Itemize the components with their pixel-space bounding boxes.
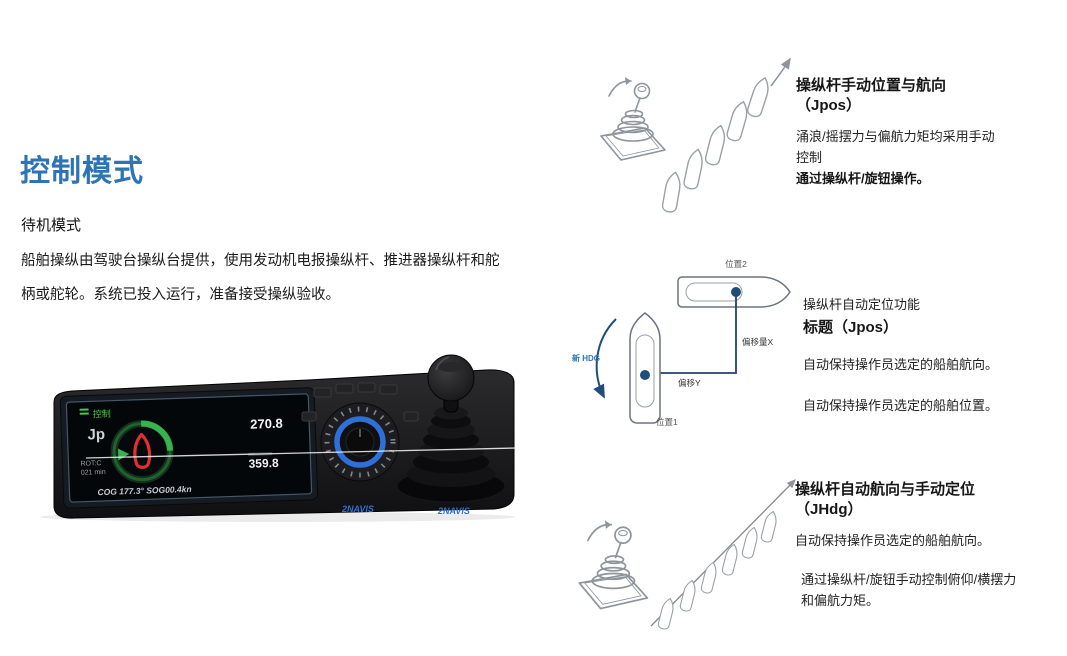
- pos2-label: 位置2: [725, 259, 747, 269]
- figure-manual-title2: （Jpos）: [796, 97, 862, 114]
- pos2-dot: [731, 287, 741, 297]
- ship-position1: [629, 312, 661, 424]
- figure-autohdg-mode: 操纵杆自动航向与手动定位 （JHdg） 自动保持操作员选定的船舶航向。 通过操纵…: [555, 468, 1067, 653]
- brand-label-right: 2NAVIS: [437, 506, 470, 516]
- course-value: 359.8: [248, 456, 279, 471]
- page-title: 控制模式: [20, 155, 144, 188]
- offset-x-label: 偏移量X: [742, 337, 774, 347]
- gauge-green-arc: [141, 420, 174, 451]
- figure-autopos-title2: 标题（Jpos）: [803, 319, 899, 336]
- new-hdg-label: 新 HDG: [572, 353, 600, 363]
- figure-manual-desc: 涌浪/摇摆力与偏航力矩均采用手动控制: [796, 129, 995, 165]
- figure-autopos-text: 操纵杆自动定位功能 标题（Jpos） 自动保持操作员选定的船舶航向。 自动保持操…: [803, 294, 1063, 416]
- joystick-knob: [427, 354, 475, 402]
- control-console-photo: 控制 Jp 270.8 359.8 ROT:C 021 min COG 177.…: [8, 336, 520, 522]
- figure-autohdg-title: 操纵杆自动航向与手动定位: [795, 481, 976, 498]
- ship-trail: [656, 509, 780, 631]
- rot-label: ROT:C: [80, 460, 101, 468]
- ship-trail-illustration: [660, 57, 791, 214]
- brand-label-left: 2NAVIS: [341, 504, 374, 514]
- body-paragraph: 船舶操纵由驾驶台操纵台提供，使用发动机电报操纵杆、推进器操纵杆和舵柄或舵轮。系统…: [21, 253, 500, 303]
- heading-gauge: [110, 420, 174, 484]
- ship-position2: [677, 276, 791, 308]
- offset-y-label: 偏移Y: [678, 378, 701, 388]
- figure-manual-text: 操纵杆手动位置与航向 （Jpos） 涌浪/摇摆力与偏航力矩均采用手动控制 通过操…: [796, 76, 1061, 189]
- light-streak: [85, 447, 517, 459]
- figure-manual-desc-bold: 通过操纵杆/旋钮操作。: [796, 171, 930, 186]
- control-status-icon: [79, 408, 89, 415]
- control-console-illustration: 控制 Jp 270.8 359.8 ROT:C 021 min COG 177.…: [40, 354, 517, 522]
- figure-manual-title: 操纵杆手动位置与航向: [796, 77, 947, 94]
- offset-lines: [650, 295, 737, 374]
- new-heading-arrow: [593, 318, 617, 399]
- control-status-label: 控制: [93, 408, 111, 420]
- position-diagram: 位置2 偏移量X 偏移Y 位置1 新 HDG: [572, 259, 791, 427]
- figure-autohdg-text: 操纵杆自动航向与手动定位 （JHdg） 自动保持操作员选定的船舶航向。 通过操纵…: [795, 480, 1063, 611]
- pos1-dot: [640, 370, 650, 380]
- dial-buttons: [301, 382, 419, 422]
- dial-knob: [345, 427, 375, 457]
- dp-screen: 控制 Jp 270.8 359.8 ROT:C 021 min COG 177.…: [59, 387, 319, 509]
- rotary-dial: [301, 382, 419, 482]
- pos1-label: 位置1: [656, 417, 678, 427]
- standby-mode-heading: 待机模式: [21, 217, 82, 234]
- nav-readout: COG 177.3° SOG00.4kn: [97, 484, 191, 497]
- figure-autohdg-desc1: 自动保持操作员选定的船舶航向。: [795, 533, 991, 548]
- ship-trail: [660, 75, 773, 214]
- figure-autohdg-title2: （JHdg）: [795, 501, 863, 518]
- figure-autohdg-desc2: 通过操纵杆/旋钮手动控制俯仰/横摆力和偏航力矩。: [801, 572, 1017, 608]
- heading-value: 270.8: [250, 416, 283, 432]
- heading-arrow: [650, 479, 796, 627]
- figure-manual-mode: 操纵杆手动位置与航向 （Jpos） 涌浪/摇摆力与偏航力矩均采用手动控制 通过操…: [555, 48, 1067, 238]
- heading-trail-illustration: [650, 479, 796, 631]
- mode-label: Jp: [87, 426, 105, 444]
- figure-autopos-title: 操纵杆自动定位功能: [803, 297, 921, 312]
- rot-value: 021 min: [81, 469, 106, 477]
- dial-tick-ring: [324, 406, 396, 478]
- direction-arrow: [770, 57, 791, 87]
- console-joystick: [396, 354, 506, 503]
- ship-outline-red: [133, 433, 152, 469]
- figure-autopos-desc2: 自动保持操作员选定的船舶位置。: [803, 398, 999, 413]
- figure-autopos-mode: 位置2 偏移量X 偏移Y 位置1 新 HDG 操纵杆自动定位功能: [555, 250, 1067, 450]
- figure-autopos-desc1: 自动保持操作员选定的船舶航向。: [803, 357, 999, 372]
